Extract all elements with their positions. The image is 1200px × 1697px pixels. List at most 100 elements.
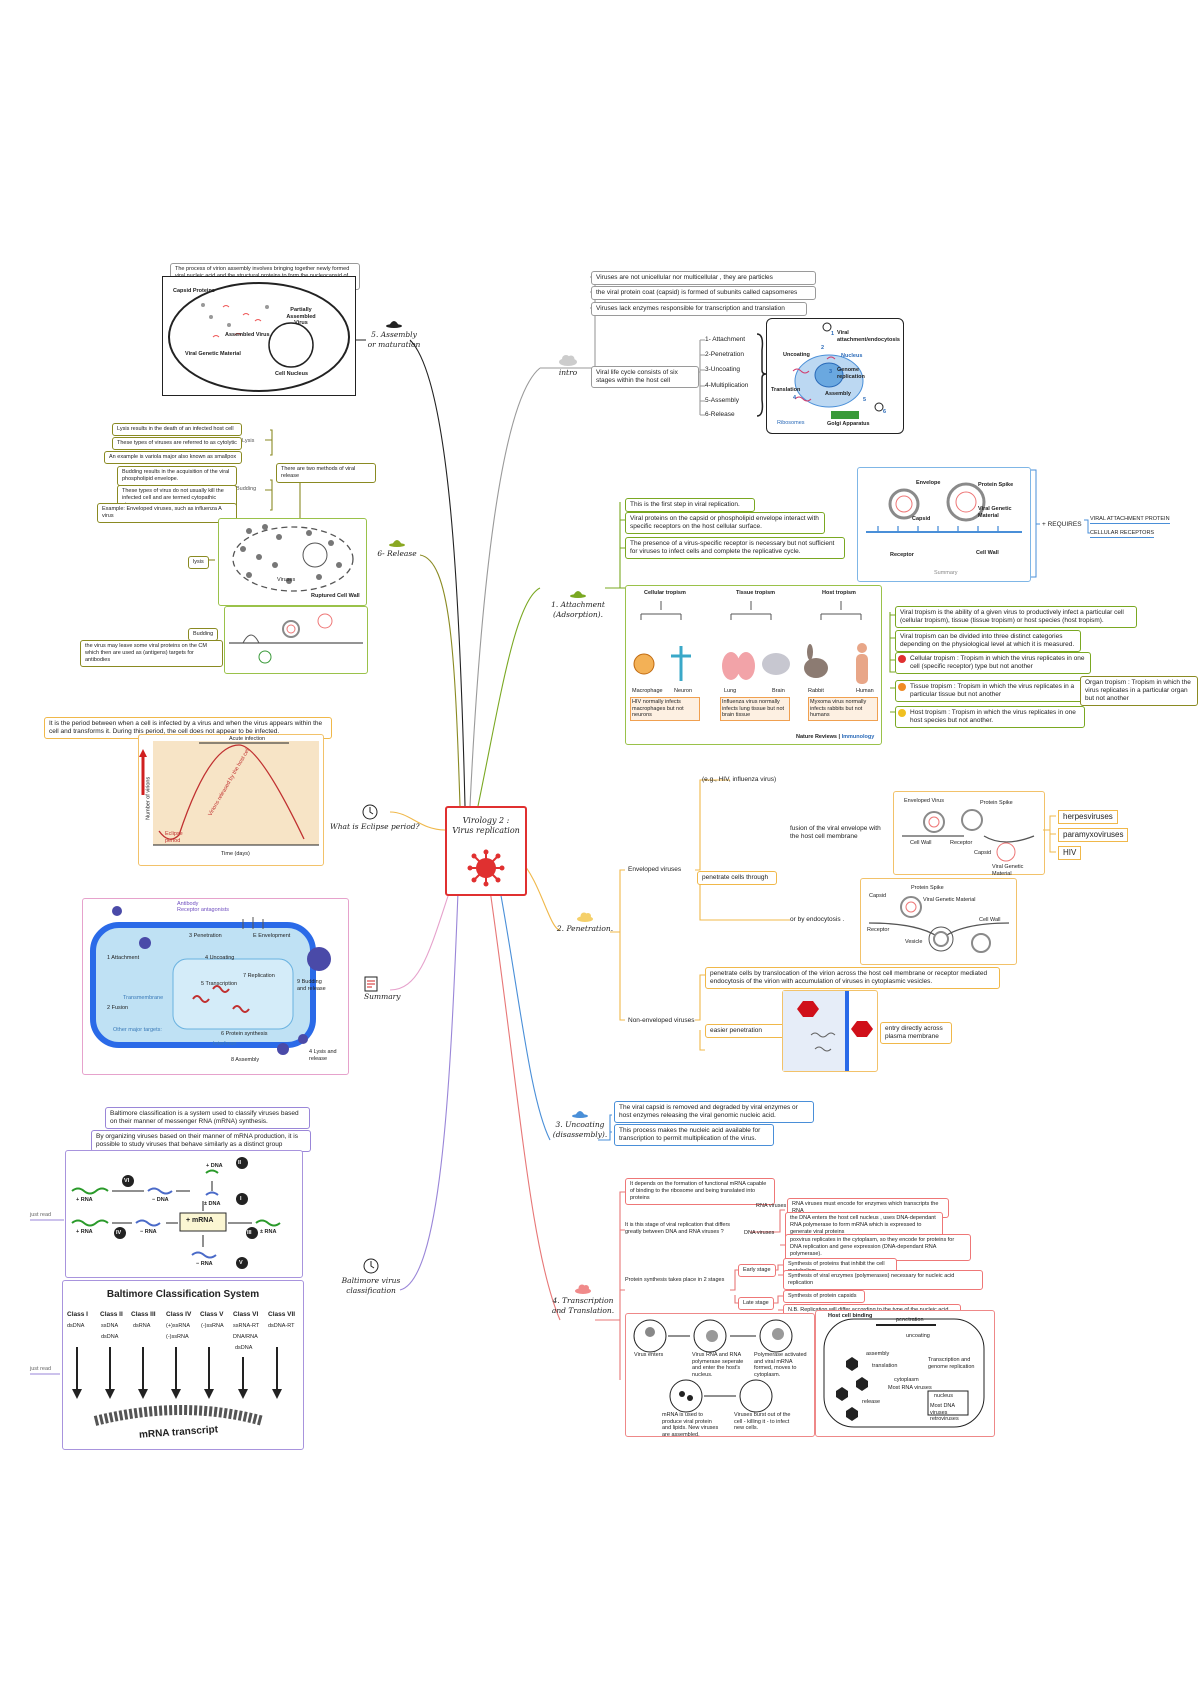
transcription-topic[interactable]: 4. Transcription and Translation. [550,1284,616,1316]
just-read-2[interactable]: just read [30,1366,52,1372]
budding-note-1[interactable]: Budding results in the acquisition of th… [117,466,237,486]
enveloped-eg[interactable]: (e.g., HIV, influenza virus) [702,776,777,783]
budding-extra[interactable]: the virus may leave some viral proteins … [80,640,223,667]
central-title-line2: Virus replication [452,826,520,836]
eclipse-label: What is Eclipse period? [330,822,420,831]
lc-label-attach: Viral attachment/endocytosis [837,330,900,343]
stage-1[interactable]: 1- Attachment [705,336,746,343]
stage-3[interactable]: 3-Uncoating [705,366,741,373]
uncoat-note-2[interactable]: This process makes the nucleic acid avai… [614,1124,774,1147]
protein-synthesis[interactable]: Protein synthesis takes place in 2 stage… [625,1277,725,1283]
stage-6[interactable]: 6-Release [705,411,735,418]
early-stage[interactable]: Early stage [738,1264,776,1277]
fusion-label[interactable]: fusion of the viral envelope with the ho… [790,825,881,841]
att-label-envelope: Envelope [916,480,941,486]
endocytosis-label[interactable]: or by endocytosis . [790,916,845,923]
lysis-note-2[interactable]: These types of viruses are referred to a… [112,437,242,450]
stage-4[interactable]: 4-Multiplication [705,382,749,389]
entry-direct[interactable]: entry directly across plasma membrane [880,1022,952,1045]
attach-note-1[interactable]: This is the first step in viral replicat… [625,498,755,513]
balt-genome-6b: DNA/RNA [233,1334,258,1340]
req-cellular-receptors[interactable]: CELLULAR RECEPTORS [1090,530,1155,538]
eclipse-chart: Acute infection Number of virions Virion… [138,734,324,866]
budding-note-3[interactable]: Example: Enveloped viruses, such as infl… [97,503,237,523]
attach-note-3[interactable]: The presence of a virus-specific recepto… [625,537,845,560]
balt-vi-badge: VI [124,1178,130,1184]
asm-label-capsid: Capsid Proteins [173,288,215,294]
hat-icon-blue [572,1111,588,1118]
tropism-def-2[interactable]: Viral tropism can be divided into three … [895,630,1081,653]
tropism-def-1[interactable]: Viral tropism is the ability of a given … [895,606,1137,629]
balt-genome-6a: ssRNA-RT [233,1323,260,1329]
lysis-note-3[interactable]: An example is variola major also known a… [104,451,242,464]
trop-item-human: Human [856,688,874,694]
baltimore-note-2[interactable]: By organizing viruses based on their man… [91,1130,311,1153]
intro-note-1[interactable]: Viruses are not unicellular nor multicel… [591,271,816,286]
uncoat-note-1[interactable]: The viral capsid is removed and degraded… [614,1101,814,1124]
lc-label-assembly: Assembly [825,391,851,397]
eclipse-topic[interactable]: What is Eclipse period? [330,804,420,832]
dna-note-2[interactable]: poxvirus replicates in the cytoplasm, so… [785,1234,971,1261]
trop-note-influenza: Influenza virus normally infects lung ti… [720,697,790,721]
tropism-def-tissue[interactable]: Tissue tropism : Tropism in which the vi… [895,680,1083,703]
attach-note-2[interactable]: Viral proteins on the capsid or phosphol… [625,512,825,535]
just-read-1[interactable]: just read [30,1212,52,1218]
stage-2[interactable]: 2-Penetration [705,351,745,358]
intro-note-3[interactable]: Viruses lack enzymes responsible for tra… [591,302,807,317]
late-note-1[interactable]: Synthesis of protein capsids [783,1290,865,1303]
intro-topic[interactable]: intro [548,354,588,378]
example-paramyxo[interactable]: paramyxoviruses [1058,828,1129,842]
penetration-topic[interactable]: 2. Penetration. [555,912,615,934]
early-note-2[interactable]: Synthesis of viral enzymes (polymerases)… [783,1270,983,1290]
cyc-most-rna: Most RNA viruses [888,1385,932,1391]
rna-viruses[interactable]: RNA viruses [756,1203,787,1209]
enveloped-label[interactable]: Enveloped viruses [628,866,682,873]
two-methods[interactable]: There are two methods of viral release [276,463,376,483]
balt-class-4: Class IV [166,1311,192,1318]
balt-genome-2a: ssDNA [101,1323,119,1329]
balt-genome-2b: dsDNA [101,1334,119,1340]
intro-note-2[interactable]: the viral protein coat (capsid) is forme… [591,286,816,301]
dna-viruses[interactable]: DNA viruses [744,1230,775,1236]
summary-topic[interactable]: Summary [364,976,414,1002]
balt-genome-4a: (+)ssRNA [166,1323,190,1329]
lysis-tag[interactable]: lysis [188,556,209,569]
stage-5[interactable]: 5-Assembly [705,397,739,404]
hat-icon-olive [389,540,405,547]
balt-class-2: Class II [100,1311,123,1318]
tropism-def-cellular[interactable]: Cellular tropism : Tropism in which the … [895,652,1091,675]
lc-num-4: 4 [793,395,797,401]
balt-pm-rna: ± RNA [260,1229,277,1235]
lysis-note-1[interactable]: Lysis results in the death of an infecte… [112,423,242,436]
att-label-receptor: Receptor [890,552,914,558]
step-2: Virus RNA and RNA polymerase seperate an… [692,1352,744,1378]
assembly-topic[interactable]: 5. Assembly or maturation [364,318,424,350]
cyc-transcription: Transcription and genome replication [928,1357,975,1370]
lifecycle-note[interactable]: Viral life cycle consists of six stages … [591,366,699,389]
trop-note-hiv: HIV normally infects macrophages but not… [630,697,700,721]
central-topic[interactable]: Virology 2 : Virus replication [445,806,527,896]
late-stage[interactable]: Late stage [738,1297,774,1310]
baltimore-note-1[interactable]: Baltimore classification is a system use… [105,1107,310,1130]
example-hiv[interactable]: HIV [1058,846,1082,860]
attachment-topic[interactable]: 1. Attachment (Adsorption). [545,588,611,620]
differs-note[interactable]: It is this stage of viral replication th… [625,1222,731,1235]
lysis-label[interactable]: Lysis [242,438,255,444]
cloud-icon [559,355,577,366]
uncoating-topic[interactable]: 3. Uncoating (disassembly). [550,1108,610,1140]
replication-cycle-image: Host cell binding penetration uncoating … [815,1310,995,1437]
tropism-def-host[interactable]: Host tropism : Tropism in which the viru… [895,706,1085,729]
depends-note[interactable]: It depends on the formation of functiona… [625,1178,775,1205]
balt-plus-mrna: + mRNA [186,1217,214,1224]
baltimore-topic[interactable]: Baltimore virus classification [316,1258,426,1296]
non-enveloped-label[interactable]: Non-enveloped viruses [628,1017,695,1024]
req-viral-protein[interactable]: VIRAL ATTACHMENT PROTEIN [1090,516,1170,524]
balt-genome-4b: (-)ssRNA [166,1334,189,1340]
budding-label[interactable]: Budding [236,486,257,492]
non-env-note[interactable]: penetrate cells by translocation of the … [705,967,1000,990]
example-herpes[interactable]: herpesviruses [1058,810,1118,824]
sum-label-replication: 7 Replication [243,973,275,979]
release-topic[interactable]: 6- Release [372,537,422,559]
organ-tropism[interactable]: Organ tropism : Tropism in which the vir… [1080,676,1198,707]
penetrate-through[interactable]: penetrate cells through [697,871,777,886]
